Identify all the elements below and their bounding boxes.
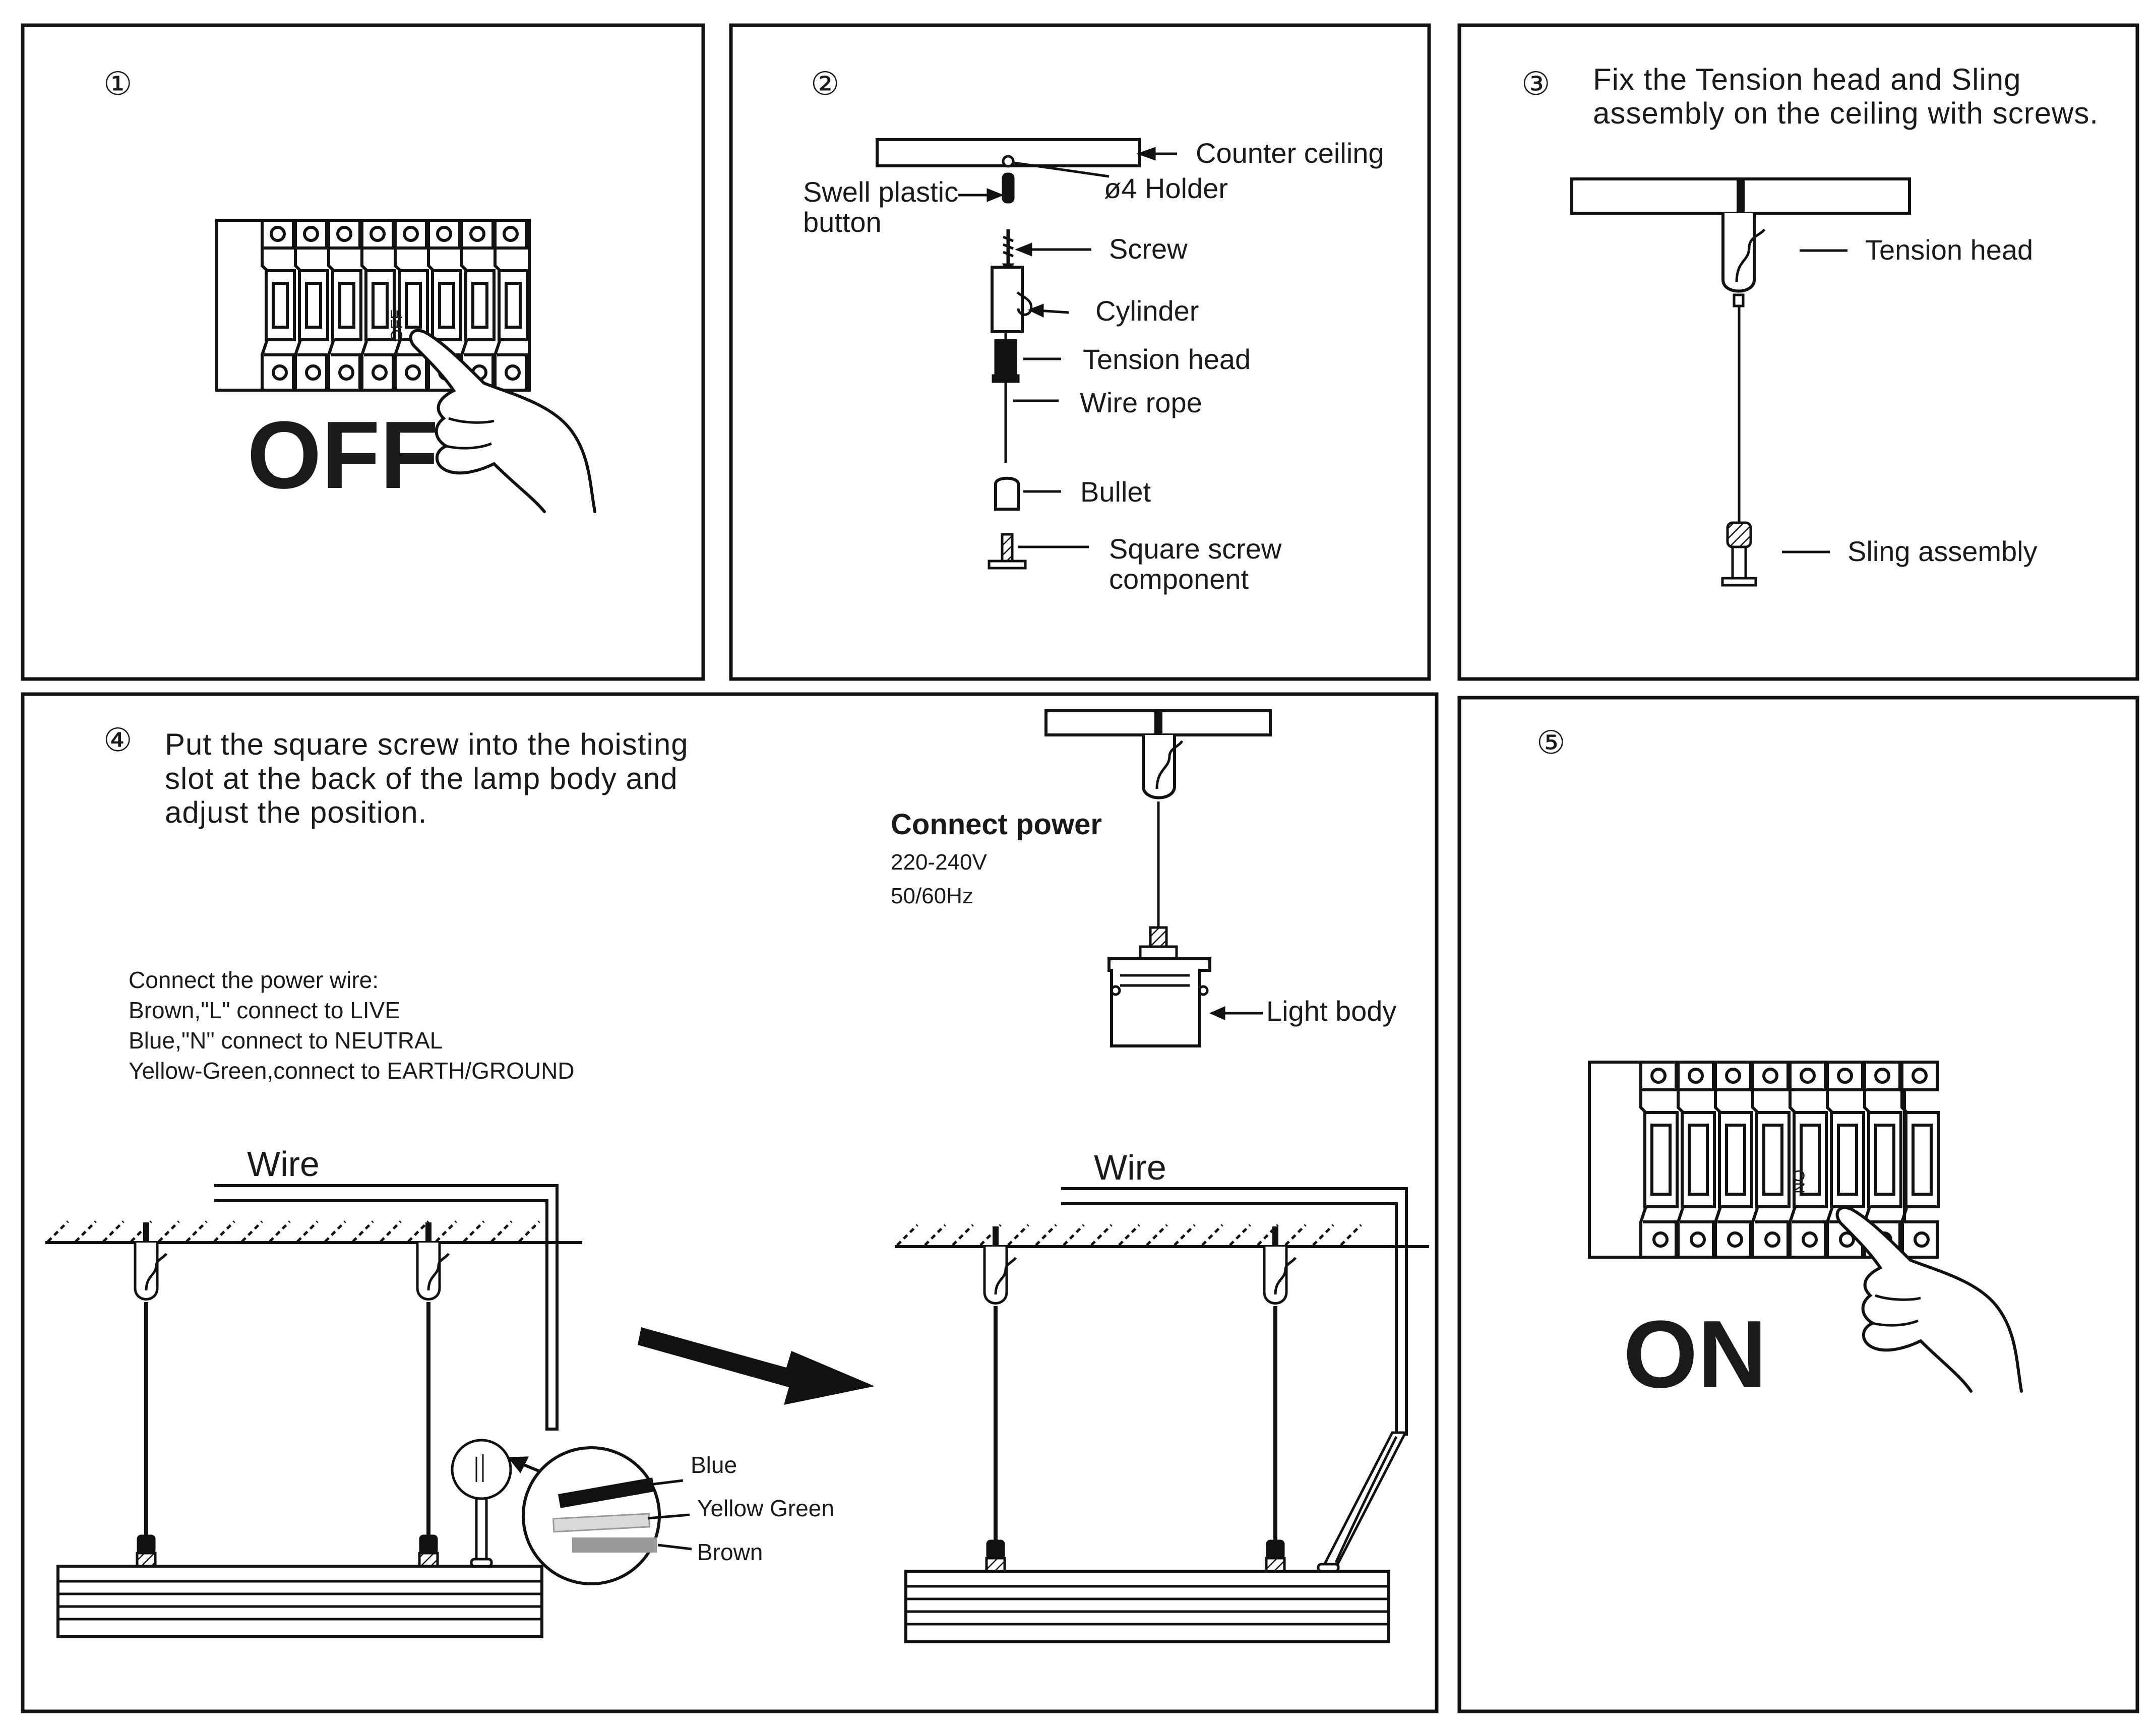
breaker-switch — [494, 219, 529, 392]
installation-before — [45, 1184, 692, 1638]
wire-label-left: Wire — [247, 1144, 320, 1184]
ceiling-hanger — [1263, 1226, 1297, 1573]
hand-icon-on — [1835, 1206, 2023, 1393]
breaker-switch — [1826, 1061, 1865, 1259]
arrow-right-icon — [638, 1327, 875, 1405]
sling-assembly-3 — [1721, 521, 1757, 587]
connect-power-heading: Connect power — [891, 808, 1102, 841]
breaker-switch — [1900, 1061, 1940, 1259]
step-4-title-2: slot at the back of the lamp body and — [165, 762, 678, 795]
panel-3-frame — [1457, 23, 2139, 681]
wire-color-yellow-green: Yellow Green — [697, 1495, 834, 1521]
square-screw-label-2: component — [1109, 563, 1249, 595]
counter-ceiling-label: Counter ceiling — [1196, 137, 1384, 169]
breaker-panel-on — [1588, 1061, 1940, 1259]
suspended-light-body — [1044, 709, 1272, 1047]
power-wire-line-4: Yellow-Green,connect to EARTH/GROUND — [129, 1058, 575, 1084]
wire-label-right: Wire — [1094, 1148, 1166, 1187]
panel-1: ① OFF OFF — [103, 66, 596, 513]
off-label: OFF — [247, 402, 439, 509]
tension-head-label: Tension head — [1083, 343, 1251, 375]
step-3-number: ③ — [1521, 66, 1550, 102]
power-wire-line-3: Blue,"N" connect to NEUTRAL — [129, 1027, 443, 1054]
breaker-switch — [261, 219, 296, 392]
panel-3: ③ Fix the Tension head and Sling assembl… — [1521, 63, 2099, 587]
breaker-switch — [1677, 1061, 1716, 1259]
swell-button-label-1: Swell plastic — [803, 176, 958, 208]
tension-head-label-3: Tension head — [1865, 234, 2033, 266]
bullet-icon — [994, 476, 1020, 511]
step-3-title-1: Fix the Tension head and Sling — [1593, 63, 2021, 96]
breaker-switch — [1714, 1061, 1753, 1259]
breaker-switch — [1863, 1061, 1902, 1259]
swell-button-label-2: button — [803, 206, 882, 238]
sling-assembly-label: Sling assembly — [1847, 535, 2038, 567]
step-3-title-2: assembly on the ceiling with screws. — [1593, 96, 2099, 130]
step-1-number: ① — [103, 66, 132, 102]
ceiling-hanger — [983, 1226, 1017, 1573]
panel-5-frame — [1457, 696, 2139, 1713]
holder-ring — [1002, 155, 1015, 168]
wire-color-brown: Brown — [697, 1539, 763, 1565]
finger-wrinkle — [446, 417, 495, 450]
step-4-number: ④ — [103, 722, 132, 758]
breaker-switch — [327, 219, 362, 392]
light-body-label: Light body — [1266, 995, 1396, 1027]
step-5-number: ⑤ — [1536, 724, 1565, 761]
cylinder-label: Cylinder — [1095, 295, 1199, 327]
ceiling-hanger — [416, 1222, 450, 1568]
voltage-label: 220-240V — [891, 850, 987, 875]
breaker-switch — [360, 219, 396, 392]
tension-head-icon — [992, 333, 1020, 383]
ceiling-hanger — [134, 1222, 168, 1568]
finger-wrinkle-on — [1872, 1294, 1921, 1327]
square-screw-label-1: Square screw — [1109, 533, 1282, 565]
wire-color-blue: Blue — [691, 1452, 737, 1478]
panel-frames — [21, 23, 2139, 1713]
cylinder — [991, 266, 1024, 333]
tension-head-3 — [1721, 213, 1766, 307]
breaker-panel-off — [215, 219, 531, 392]
step-4-title-1: Put the square screw into the hoisting — [165, 727, 689, 761]
step-4-title-3: adjust the position. — [165, 795, 427, 829]
step-2-number: ② — [811, 66, 839, 102]
breaker-on-mark: ON — [1790, 1169, 1808, 1194]
power-wire-line-1: Connect the power wire: — [129, 967, 379, 993]
power-wire-line-2: Brown,"L" connect to LIVE — [129, 997, 400, 1023]
breaker-off-mark: OFF — [388, 310, 406, 342]
on-label: ON — [1623, 1301, 1767, 1408]
panel-5: ⑤ ON ON — [1536, 724, 2023, 1408]
screw-label: Screw — [1109, 233, 1188, 265]
panel-4-frame — [21, 692, 1439, 1713]
wire-detail-circle — [451, 1439, 512, 1500]
bullet-label: Bullet — [1080, 476, 1151, 508]
wire-rope-label: Wire rope — [1080, 387, 1202, 418]
breaker-switch — [1639, 1061, 1679, 1259]
holder-label: ø4 Holder — [1104, 172, 1228, 204]
breaker-switch — [394, 219, 429, 392]
breaker-switch — [1789, 1061, 1828, 1259]
installation-after — [895, 1187, 1429, 1643]
panel-2: ② — [803, 66, 1384, 595]
frequency-label: 50/60Hz — [891, 884, 973, 908]
breaker-switch — [294, 219, 329, 392]
square-screw-icon — [988, 533, 1027, 570]
panel-2-frame — [729, 23, 1431, 681]
panel-1-frame — [21, 23, 705, 681]
swell-plastic-button — [1002, 172, 1015, 204]
hand-icon — [409, 329, 596, 513]
panel-4: ④ Put the square screw into the hoisting… — [45, 709, 1429, 1643]
breaker-switch — [1751, 1061, 1791, 1259]
